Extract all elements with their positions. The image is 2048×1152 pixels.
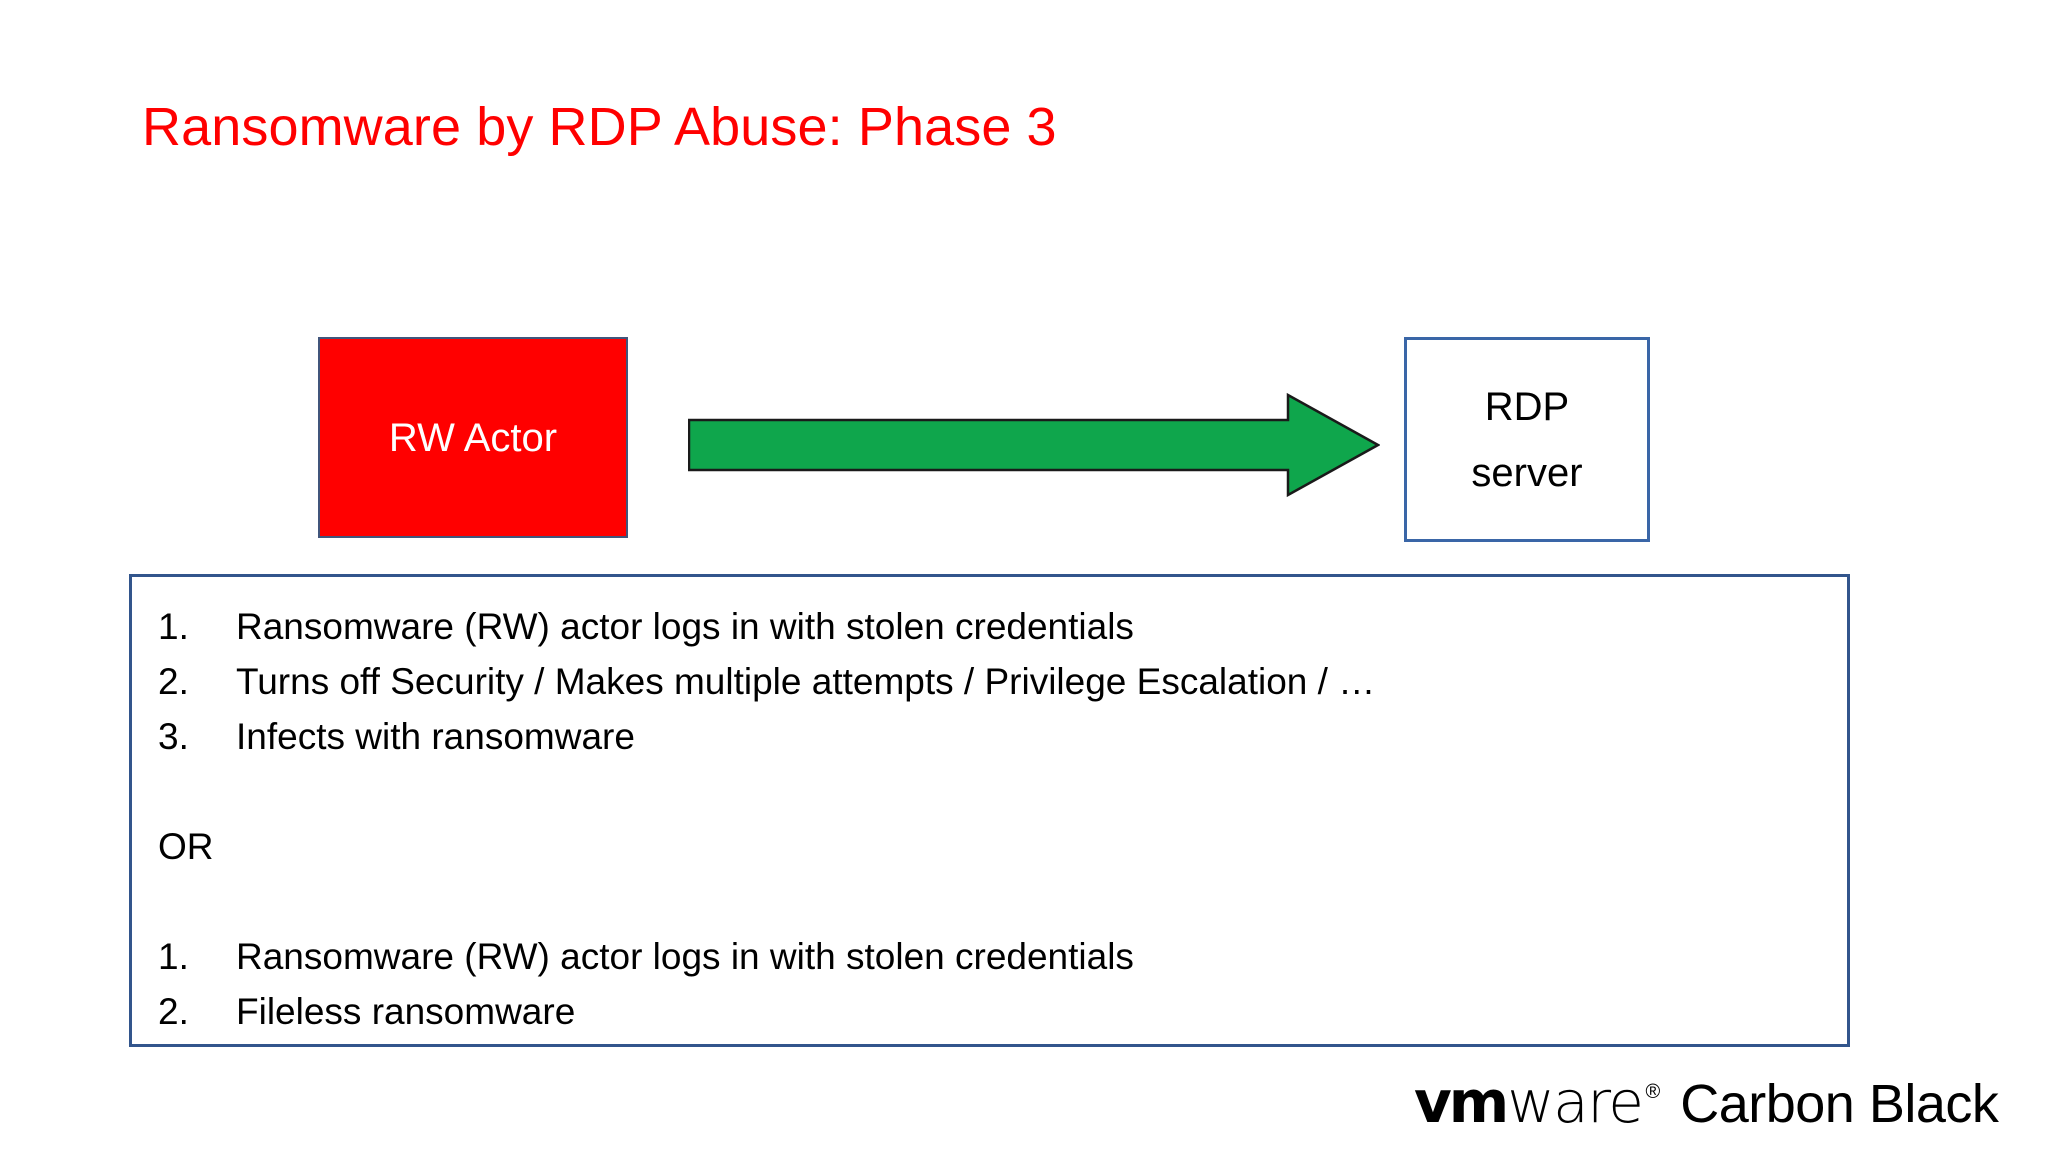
steps-list-alternate: 1. Ransomware (RW) actor logs in with st… <box>158 929 1821 1039</box>
list-item-text: Ransomware (RW) actor logs in with stole… <box>236 606 1134 647</box>
steps-content-box: 1. Ransomware (RW) actor logs in with st… <box>129 574 1850 1047</box>
list-item-marker: 2. <box>158 661 189 702</box>
logo-product-text: Carbon Black <box>1680 1074 1999 1134</box>
list-item-marker: 3. <box>158 716 189 757</box>
logo-ware-text: ware <box>1507 1068 1644 1136</box>
list-item: 1. Ransomware (RW) actor logs in with st… <box>158 929 1821 984</box>
list-separator-or: OR <box>158 826 214 867</box>
arrow-shape <box>687 392 1381 498</box>
rw-actor-label: RW Actor <box>388 415 558 460</box>
list-item: 2. Fileless ransomware <box>158 984 1821 1039</box>
list-item-text: Infects with ransomware <box>236 716 635 757</box>
list-item: 2. Turns off Security / Makes multiple a… <box>158 654 1821 709</box>
list-item-marker: 2. <box>158 991 189 1032</box>
list-item-text: Turns off Security / Makes multiple atte… <box>236 661 1376 702</box>
list-item-marker: 1. <box>158 936 189 977</box>
flow-arrow-right <box>687 392 1381 498</box>
diagram-node-rdp-server: RDP server <box>1404 337 1650 542</box>
rdp-server-label-line2: server <box>1471 450 1583 495</box>
list-item: 1. Ransomware (RW) actor logs in with st… <box>158 599 1821 654</box>
logo-vm-text: vm <box>1414 1068 1509 1136</box>
registered-trademark-icon: ® <box>1645 1081 1661 1103</box>
phase-diagram: RW Actor RDP server <box>318 337 1650 542</box>
page-title: Ransomware by RDP Abuse: Phase 3 <box>142 97 1057 157</box>
rdp-server-label: RDP server <box>1471 374 1582 506</box>
list-item-text: Fileless ransomware <box>236 991 576 1032</box>
diagram-node-rw-actor: RW Actor <box>318 337 628 538</box>
list-item: 3. Infects with ransomware <box>158 709 1821 764</box>
list-item-marker: 1. <box>158 606 189 647</box>
vmware-carbon-black-logo: vm ware ® Carbon Black <box>1414 1068 1999 1136</box>
rdp-server-label-line1: RDP <box>1484 384 1570 429</box>
steps-list-primary: 1. Ransomware (RW) actor logs in with st… <box>158 599 1821 764</box>
list-item-text: Ransomware (RW) actor logs in with stole… <box>236 936 1134 977</box>
